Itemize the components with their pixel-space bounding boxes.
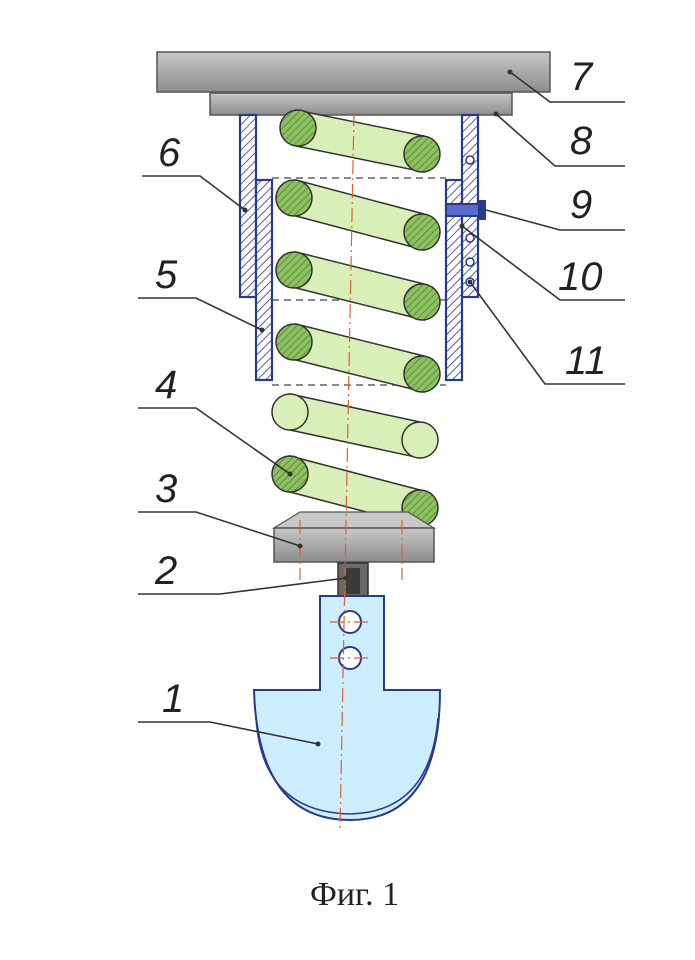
leader-11 <box>469 281 625 385</box>
mounting-plate <box>209 92 513 116</box>
spring-coil <box>295 251 425 321</box>
wire-section <box>401 421 439 459</box>
leader-2 <box>138 577 347 595</box>
label-7: 7 <box>570 55 594 99</box>
wire-section <box>271 393 309 431</box>
label-8: 8 <box>570 119 593 163</box>
leader-1 <box>138 721 319 745</box>
label-4: 4 <box>155 363 177 407</box>
outer-sleeve-left-wall <box>238 113 258 299</box>
wire-section <box>403 355 441 393</box>
spring-coil <box>295 179 425 251</box>
spring <box>271 109 441 527</box>
top-plate <box>156 51 551 93</box>
leader-7 <box>509 71 625 103</box>
leader-dot <box>242 207 248 213</box>
leader-4 <box>138 407 291 475</box>
hammer-lower-edge <box>255 717 439 815</box>
wire-section <box>403 135 441 173</box>
inner-sleeve-right-wall <box>444 178 464 382</box>
stem-core <box>346 568 360 594</box>
label-6: 6 <box>158 131 181 175</box>
leader-3 <box>138 511 301 547</box>
spring-seat-top <box>271 511 437 529</box>
wire-section <box>275 179 313 217</box>
spring-coil <box>295 323 425 393</box>
leader-dot <box>459 223 465 229</box>
leader-dot <box>343 575 349 581</box>
screw-head <box>478 200 486 220</box>
label-9: 9 <box>570 183 592 227</box>
wire-section <box>279 109 317 147</box>
spring-coil <box>295 109 425 173</box>
label-5: 5 <box>155 253 178 297</box>
sleeve-hole <box>465 155 475 165</box>
wire-section <box>275 251 313 289</box>
spring-coil <box>289 393 421 459</box>
figure-caption: Фиг. 1 <box>310 876 399 913</box>
leader-dot <box>507 69 513 75</box>
leader-dot <box>297 543 303 549</box>
leader-6 <box>142 175 246 211</box>
wire-section <box>403 213 441 251</box>
label-11: 11 <box>565 339 607 383</box>
leader-9 <box>485 209 625 231</box>
leader-dot <box>287 471 293 477</box>
leader-dot <box>259 327 265 333</box>
label-3: 3 <box>155 467 177 511</box>
leader-5 <box>138 297 263 331</box>
label-10: 10 <box>558 255 603 299</box>
wire-section <box>403 283 441 321</box>
sleeve-hole <box>465 257 475 267</box>
leader-dot <box>493 111 499 117</box>
leader-8 <box>495 113 625 167</box>
label-1: 1 <box>162 677 184 721</box>
wire-section <box>275 323 313 361</box>
leader-10 <box>461 225 625 301</box>
leader-dot <box>315 741 321 747</box>
sleeve-hole <box>465 233 475 243</box>
inner-sleeve-left-wall <box>254 178 274 382</box>
leader-dot <box>467 279 473 285</box>
label-2: 2 <box>154 549 177 593</box>
